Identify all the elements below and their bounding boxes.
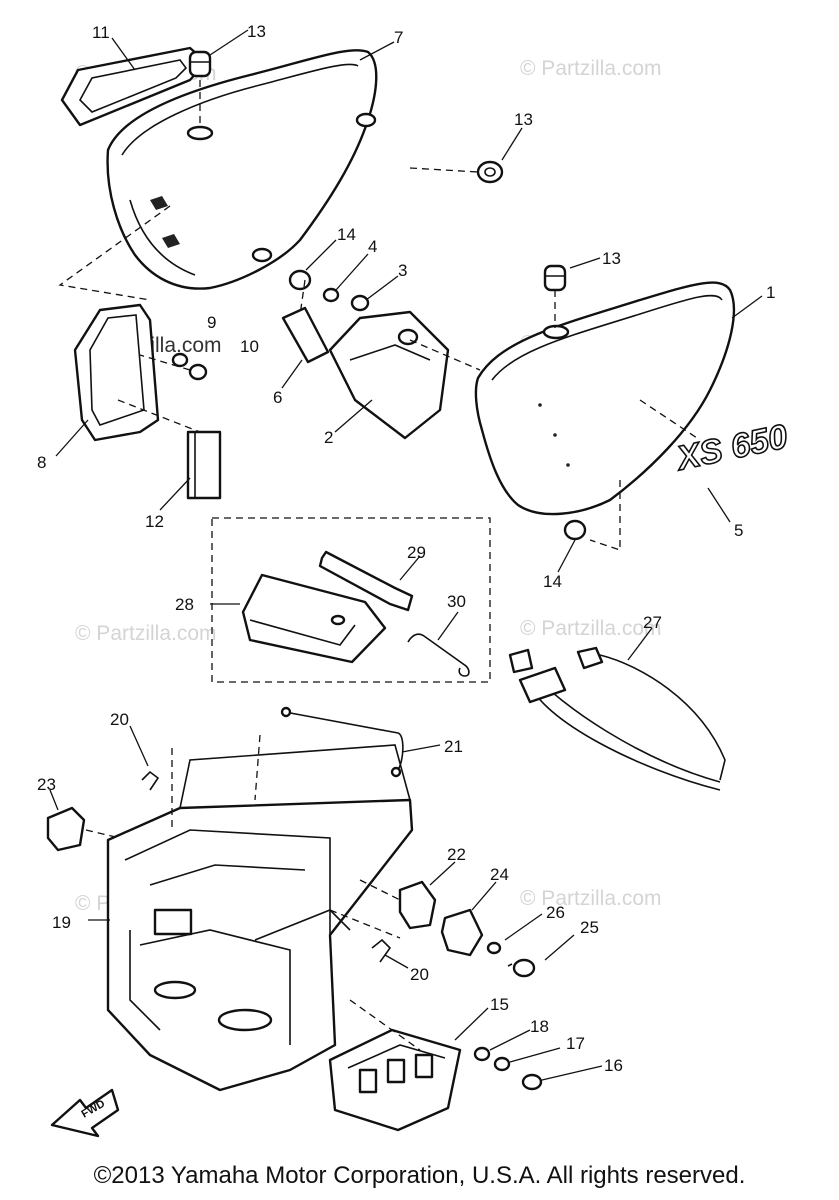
callout-16: 16 bbox=[604, 1056, 623, 1075]
part-14-grommet bbox=[288, 269, 312, 291]
callout-5: 5 bbox=[734, 521, 743, 540]
callout-15: 15 bbox=[490, 995, 509, 1014]
tool-kit-group bbox=[211, 517, 491, 683]
copyright-notice: ©2013 Yamaha Motor Corporation, U.S.A. A… bbox=[93, 1162, 746, 1189]
callout-7: 7 bbox=[394, 28, 403, 47]
callout-10: 10 bbox=[240, 337, 259, 356]
fwd-arrow-icon: FWD bbox=[50, 1088, 120, 1138]
part-16-screw bbox=[521, 1073, 543, 1091]
part-12-pad bbox=[186, 430, 222, 500]
part-5-decal: XS 650 bbox=[671, 417, 792, 479]
part-2-bracket bbox=[328, 310, 450, 440]
callout-1: 1 bbox=[766, 283, 775, 302]
callout-3: 3 bbox=[398, 261, 407, 280]
callout-30: 30 bbox=[447, 592, 466, 611]
callout-29: 29 bbox=[407, 543, 426, 562]
watermark: © Partzilla.com bbox=[520, 57, 662, 80]
callout-2: 2 bbox=[324, 428, 333, 447]
part-20-clip bbox=[371, 938, 392, 963]
watermark: © Partzilla.com bbox=[520, 617, 662, 640]
callout-6: 6 bbox=[273, 388, 282, 407]
callout-13: 13 bbox=[247, 22, 266, 41]
watermark: © Partzilla.com bbox=[75, 622, 217, 645]
watermark: © Partzilla.com bbox=[520, 887, 662, 910]
part-7-left-side-cover bbox=[106, 49, 378, 290]
part-26-washer bbox=[486, 941, 502, 955]
decal-text: XS 650 bbox=[672, 417, 791, 478]
part-14-grommet bbox=[563, 519, 587, 541]
callout-23: 23 bbox=[37, 775, 56, 794]
callout-labels: 11 13 7 13 14 4 3 13 1 9 10 6 2 8 12 5 1… bbox=[37, 22, 775, 1075]
callout-24: 24 bbox=[490, 865, 509, 884]
callout-25: 25 bbox=[580, 918, 599, 937]
callout-14: 14 bbox=[543, 572, 562, 591]
callout-20: 20 bbox=[110, 710, 129, 729]
callout-27: 27 bbox=[643, 613, 662, 632]
callout-13: 13 bbox=[602, 249, 621, 268]
part-21-rod bbox=[280, 706, 404, 778]
part-20-clip bbox=[141, 770, 160, 791]
callout-28: 28 bbox=[175, 595, 194, 614]
part-24-damper bbox=[440, 908, 484, 957]
part-30-hook bbox=[407, 633, 470, 677]
part-13-grommet bbox=[543, 264, 567, 292]
part-23-cap bbox=[46, 806, 86, 852]
part-27-wire-harness bbox=[508, 646, 726, 791]
callout-4: 4 bbox=[368, 237, 377, 256]
part-1-right-side-cover bbox=[474, 281, 736, 516]
part-28-tool-bag bbox=[241, 573, 387, 664]
part-10-nut bbox=[188, 363, 208, 381]
callout-14: 14 bbox=[337, 225, 356, 244]
callout-9: 9 bbox=[207, 313, 216, 332]
callout-11: 11 bbox=[92, 23, 110, 42]
part-4-washer bbox=[322, 287, 340, 303]
callout-18: 18 bbox=[530, 1017, 549, 1036]
callout-26: 26 bbox=[546, 903, 565, 922]
part-15-fuse-holder bbox=[328, 1028, 462, 1132]
callout-8: 8 bbox=[37, 453, 46, 472]
callout-17: 17 bbox=[566, 1034, 585, 1053]
part-25-bolt bbox=[507, 958, 536, 978]
callout-12: 12 bbox=[145, 512, 164, 531]
part-9-washer bbox=[171, 352, 189, 368]
part-17-washer bbox=[493, 1056, 511, 1072]
leader-lines bbox=[49, 29, 763, 1081]
callout-13: 13 bbox=[514, 110, 533, 129]
callout-19: 19 bbox=[52, 913, 71, 932]
part-8-bracket bbox=[73, 303, 160, 442]
part-18-washer bbox=[473, 1046, 491, 1062]
part-19-battery-box bbox=[106, 744, 414, 1092]
part-6-pad bbox=[281, 306, 330, 364]
part-3-washer bbox=[350, 294, 370, 312]
part-13-grommet bbox=[476, 160, 504, 184]
part-29-tool bbox=[318, 550, 414, 612]
callout-20: 20 bbox=[410, 965, 429, 984]
callout-21: 21 bbox=[444, 737, 463, 756]
part-13-grommet bbox=[188, 50, 212, 78]
callout-22: 22 bbox=[447, 845, 466, 864]
part-22-cap bbox=[398, 880, 437, 930]
